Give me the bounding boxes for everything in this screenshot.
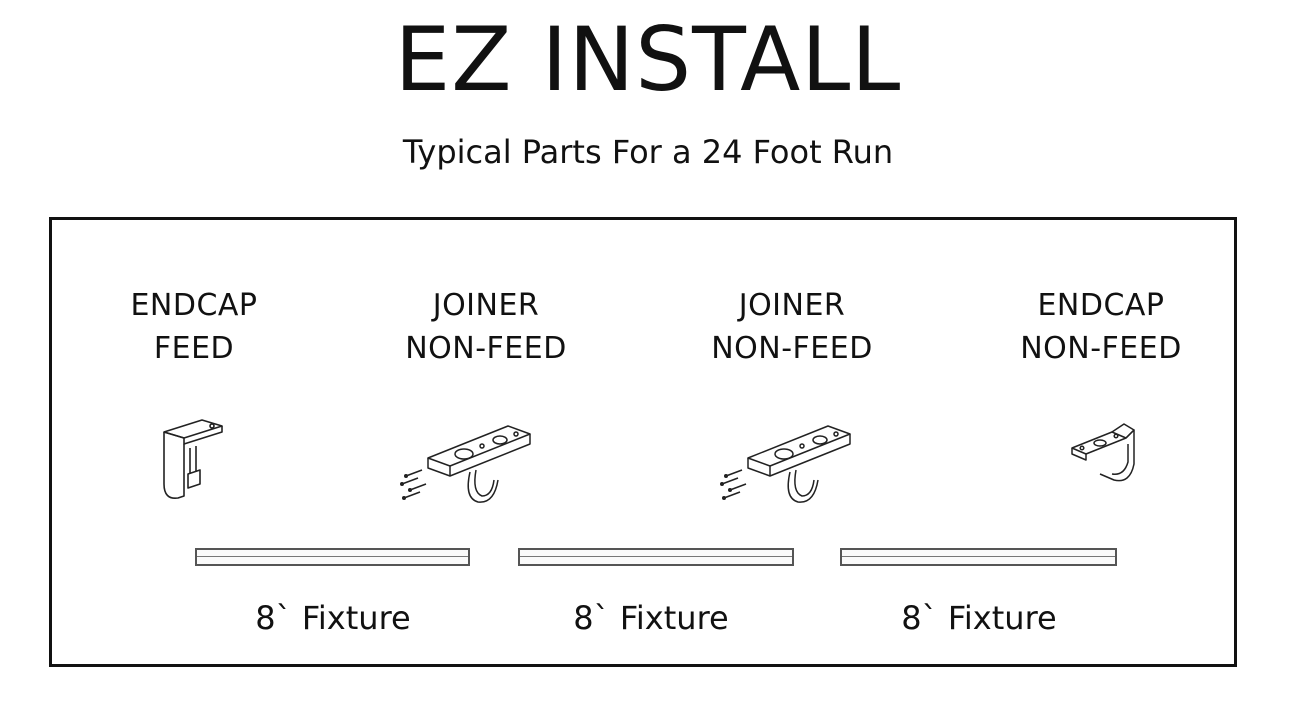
- part-label-line2: FEED: [153, 331, 235, 366]
- endcap-feed-bracket-icon: [163, 419, 223, 500]
- part-label-endcap-non-feed: ENDCAP NON-FEED: [981, 284, 1221, 370]
- fixture-bar-2: [518, 548, 794, 566]
- page-title: EZ INSTALL: [394, 8, 902, 111]
- fixture-label-2: 8` Fixture: [573, 599, 729, 637]
- part-label-line1: ENDCAP: [130, 288, 258, 323]
- fixture-label-3: 8` Fixture: [901, 599, 1057, 637]
- part-label-line2: NON-FEED: [1020, 331, 1182, 366]
- joiner-bracket-icon: [400, 425, 531, 503]
- fixture-label-1: 8` Fixture: [255, 599, 411, 637]
- joiner-bracket-icon: [720, 425, 851, 503]
- part-label-endcap-feed: ENDCAP FEED: [74, 284, 314, 370]
- fixture-bar-3: [840, 548, 1117, 566]
- part-label-line1: JOINER: [432, 288, 540, 323]
- part-label-joiner-2: JOINER NON-FEED: [672, 284, 912, 370]
- part-label-line2: NON-FEED: [405, 331, 567, 366]
- page-subtitle: Typical Parts For a 24 Foot Run: [402, 133, 894, 171]
- endcap-non-feed-bracket-icon: [1071, 423, 1135, 482]
- part-label-line2: NON-FEED: [711, 331, 873, 366]
- part-label-line1: ENDCAP: [1037, 288, 1165, 323]
- part-label-joiner-1: JOINER NON-FEED: [366, 284, 606, 370]
- part-label-line1: JOINER: [738, 288, 846, 323]
- fixture-bar-1: [195, 548, 470, 566]
- diagram-frame: [49, 217, 1237, 667]
